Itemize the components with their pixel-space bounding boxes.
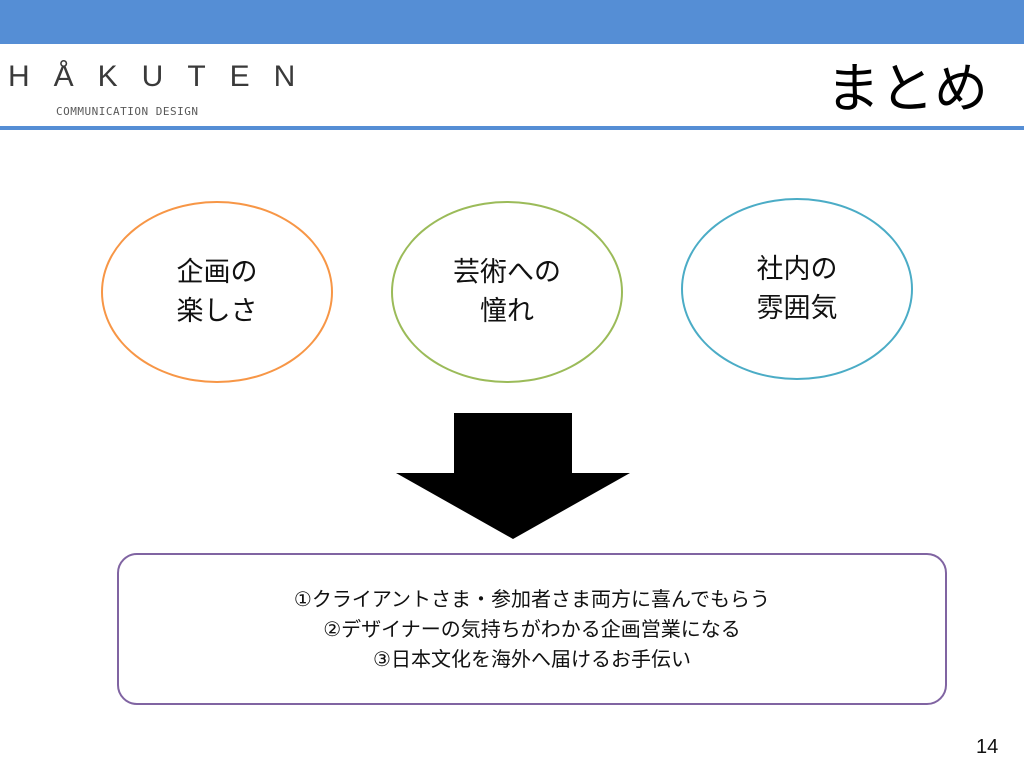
summary-line-3: ③日本文化を海外へ届けるお手伝い [373, 647, 691, 671]
down-arrow-icon [396, 413, 630, 539]
ellipse-label-line2: 雰囲気 [756, 293, 838, 324]
summary-line-1: ①クライアントさま・参加者さま両方に喜んでもらう [293, 587, 771, 611]
page-number: 14 [976, 736, 999, 758]
summary-box: ①クライアントさま・参加者さま両方に喜んでもらう ②デザイナーの気持ちがわかる企… [117, 553, 947, 705]
ellipse-label-line1: 芸術への [453, 257, 561, 288]
ellipse-planning-fun: 企画の 楽しさ [101, 201, 333, 383]
ellipse-label-line1: 社内の [756, 254, 838, 285]
logo-tagline: COMMUNICATION DESIGN [56, 105, 199, 118]
hakuten-logo: HÅKUTEN COMMUNICATION DESIGN [0, 60, 295, 126]
header-bar [0, 0, 1024, 44]
ellipse-art-aspiration: 芸術への 憧れ [391, 201, 623, 383]
summary-line-2: ②デザイナーの気持ちがわかる企画営業になる [323, 617, 741, 641]
ellipse-office-atmosphere: 社内の 雰囲気 [681, 198, 913, 380]
slide-title: まとめ [826, 57, 988, 120]
ellipse-label-line1: 企画の [176, 257, 258, 288]
logo-wordmark: HÅKUTEN [8, 60, 320, 93]
ellipse-label-line2: 楽しさ [176, 296, 258, 327]
title-divider [0, 126, 1024, 130]
ellipse-label-line2: 憧れ [480, 296, 534, 327]
